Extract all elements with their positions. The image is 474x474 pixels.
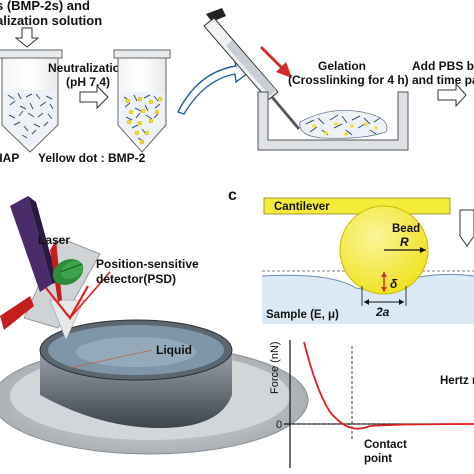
gelation-label-line1: Gelation (318, 59, 366, 73)
force-plot: 0 Force (nN) Contact point Hertz m (269, 340, 474, 468)
panel-c-letter: c (228, 187, 237, 204)
contact-point-label-line1: Contact (364, 439, 407, 451)
contact-point-label-line2: point (364, 453, 392, 465)
liquid-label: Liquid (156, 343, 192, 357)
gelation-label-line2: (Crosslinking for 4 h) (288, 73, 409, 87)
tube-hap (0, 49, 63, 153)
psd-detector-icon (52, 259, 84, 285)
hertz-label: Hertz m (440, 375, 474, 387)
syringe-icon (203, 8, 300, 130)
radius-label: R (400, 235, 409, 249)
add-pbs-label-line1: Add PBS be (412, 59, 474, 73)
force-curve (303, 341, 474, 430)
laser-icon (10, 196, 58, 292)
psd-label-line1: Position-sensitive (96, 257, 199, 271)
sample-label: Sample (E, μ) (266, 309, 339, 321)
force-axis-label: Force (nN) (269, 341, 281, 394)
sample-block (262, 274, 474, 324)
neutralization-arrow (79, 84, 109, 110)
pbs-arrow (437, 82, 467, 108)
liquid-pointer (69, 349, 153, 369)
neutralized-fibers (123, 94, 161, 142)
panel-a-header-line1: s (BMP-2s) and (0, 0, 90, 13)
add-pbs-label-line2: and time pa (412, 73, 474, 87)
curved-transfer-arrow (177, 56, 254, 115)
cantilever-label: Cantilever (274, 201, 330, 213)
liquid-dish (39, 319, 233, 428)
approach-arrow (459, 209, 474, 247)
neutralization-label-line2: (pH 7.4) (66, 75, 110, 89)
hap-fibers (7, 92, 54, 139)
hap-label: HAP (0, 151, 19, 165)
pour-down-arrow (14, 27, 40, 48)
red-injection-arrow (260, 46, 292, 78)
laser-label: Laser (38, 233, 70, 247)
psd-label-line2: detector(PSD) (96, 272, 176, 286)
delta-label: δ (390, 277, 398, 291)
panel-a-header-line2: alization solution (0, 13, 102, 28)
mirror-icon (0, 296, 34, 330)
bead-label: Bead (392, 223, 420, 235)
tube-neutralized (113, 49, 171, 153)
yellow-dot-label: Yellow dot : BMP-2 (38, 151, 146, 165)
neutralization-label-line1: Neutralization (48, 61, 127, 75)
bmp2-dots (125, 96, 163, 145)
hap-fiber-fill (4, 90, 56, 148)
gel-dish (257, 91, 409, 151)
gel-bmp2-dots (312, 122, 378, 136)
panel-a: s (BMP-2s) and alization solution HAP Ne… (0, 0, 474, 165)
zero-tick-label: 0 (276, 419, 282, 431)
panel-c: c Cantilever Bead R δ 2a Sample (E, μ) (228, 187, 474, 468)
panel-b: Laser Position-sensitive detector(PSD) L… (0, 196, 309, 455)
contact-radius-label: 2a (375, 305, 390, 319)
